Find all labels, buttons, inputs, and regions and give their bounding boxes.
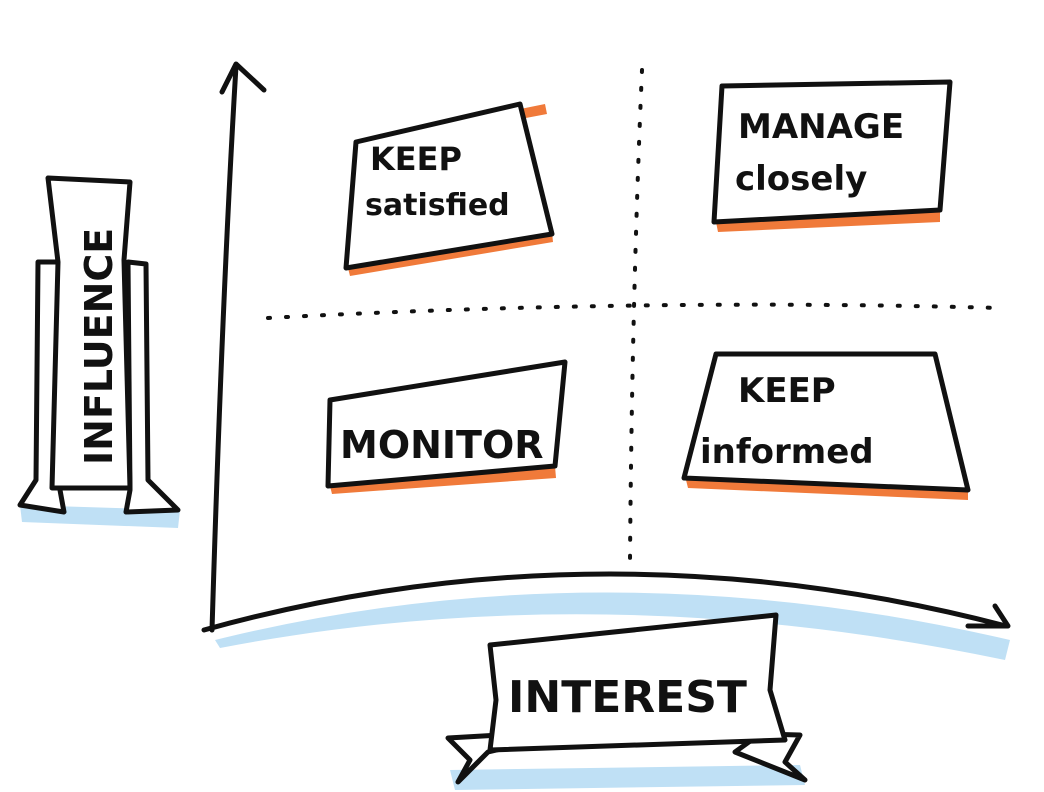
influence-banner: INFLUENCE [17,175,181,515]
interest-banner-shadow [450,765,805,790]
manage-closely-line1: MANAGE [738,107,904,147]
y-axis [209,63,239,633]
keep-satisfied-line1: KEEP [370,140,462,178]
quadrant-keep-satisfied: KEEP satisfied [343,101,555,276]
manage-closely-line2: closely [735,159,867,199]
x-axis [201,571,1009,633]
horizontal-divider [266,302,1002,320]
quadrant-manage-closely: MANAGE closely [711,79,953,232]
x-axis-arrowhead [965,603,1011,629]
quadrant-keep-informed: KEEP informed [681,351,971,500]
monitor-label: MONITOR [340,423,544,467]
vertical-divider [628,68,644,562]
interest-banner: INTEREST [445,612,808,785]
y-axis-arrowhead [219,61,267,95]
keep-satisfied-line2: satisfied [365,188,510,223]
keep-informed-line2: informed [700,432,874,472]
x-axis-label: INTEREST [508,672,747,723]
keep-informed-line1: KEEP [738,371,836,411]
x-axis-shadow [215,592,1010,660]
quadrant-monitor: MONITOR [325,359,568,494]
y-axis-label: INFLUENCE [77,228,121,465]
